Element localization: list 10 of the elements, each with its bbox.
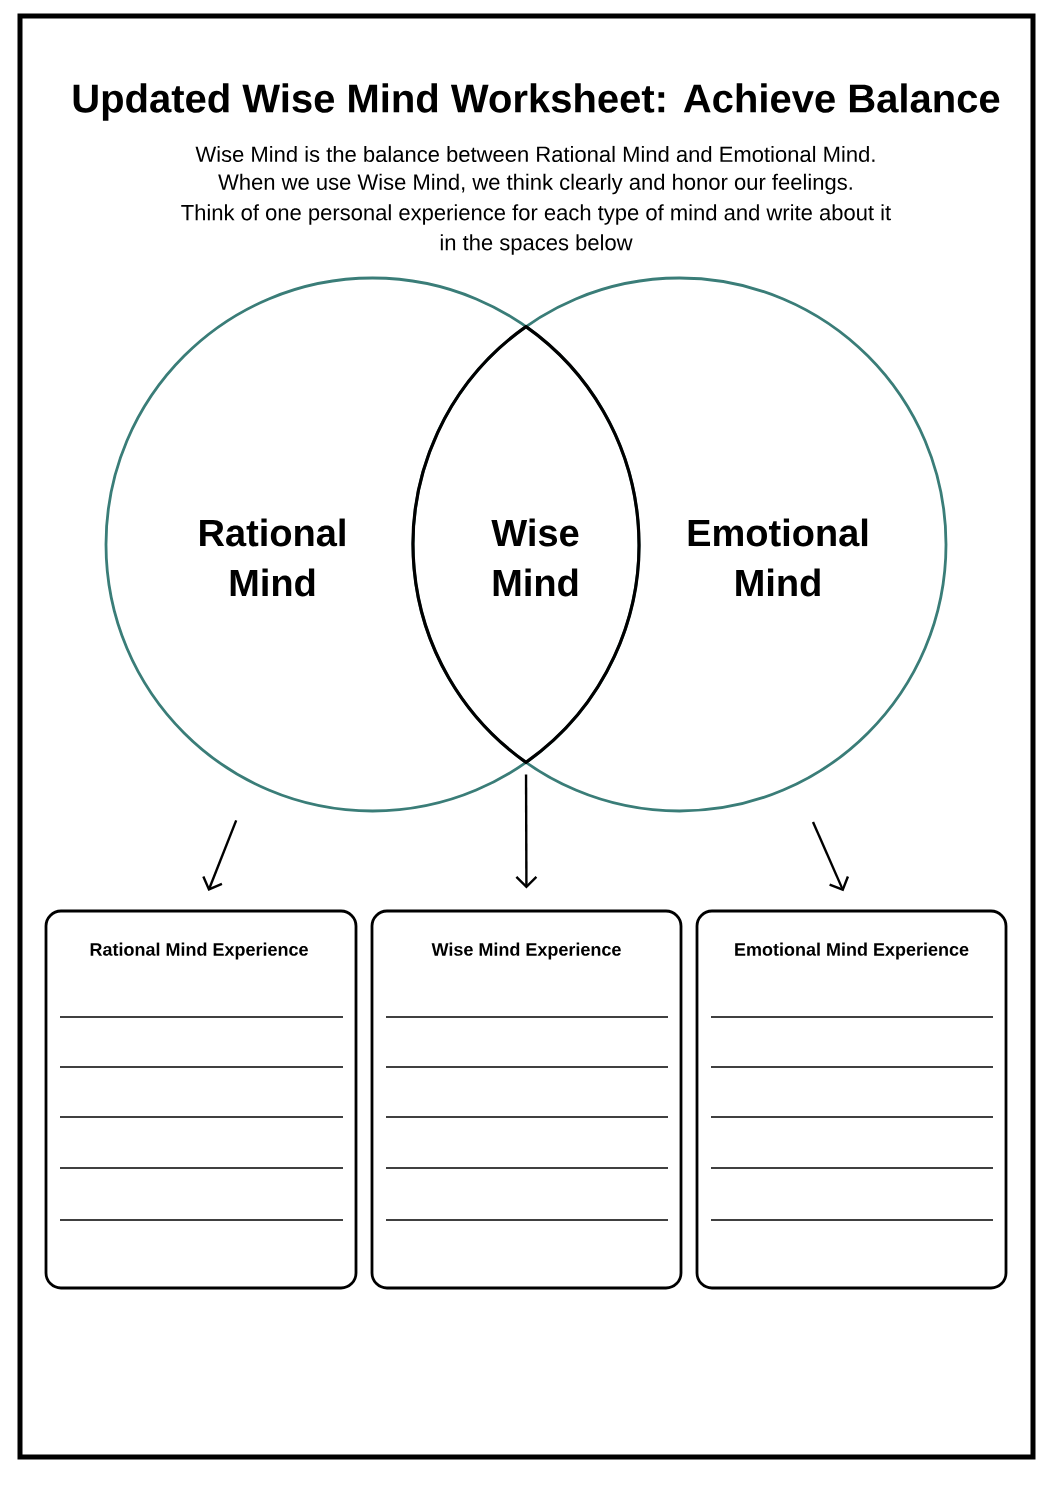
intro-text: When we use Wise Mind, we think clearly and honor our feelings. (218, 173, 852, 195)
writing-box: Emotional Mind Experience (695, 909, 1008, 1290)
venn-overlap: Wise Mind (411, 325, 641, 764)
title: Updated Wise Mind Worksheet: Achieve Balance (73, 83, 1000, 121)
intro-text: Wise Mind is the balance between Rational Mind and Emotional Mind. (195, 145, 875, 163)
arrow (811, 821, 850, 892)
arrow (202, 819, 238, 891)
writing-box: Rational Mind Experience (44, 909, 358, 1290)
intro-text: Think of one personal experience for each type of mind and write about it in the spaces below (181, 204, 891, 255)
writing-box: Wise Mind Experience (370, 909, 683, 1290)
